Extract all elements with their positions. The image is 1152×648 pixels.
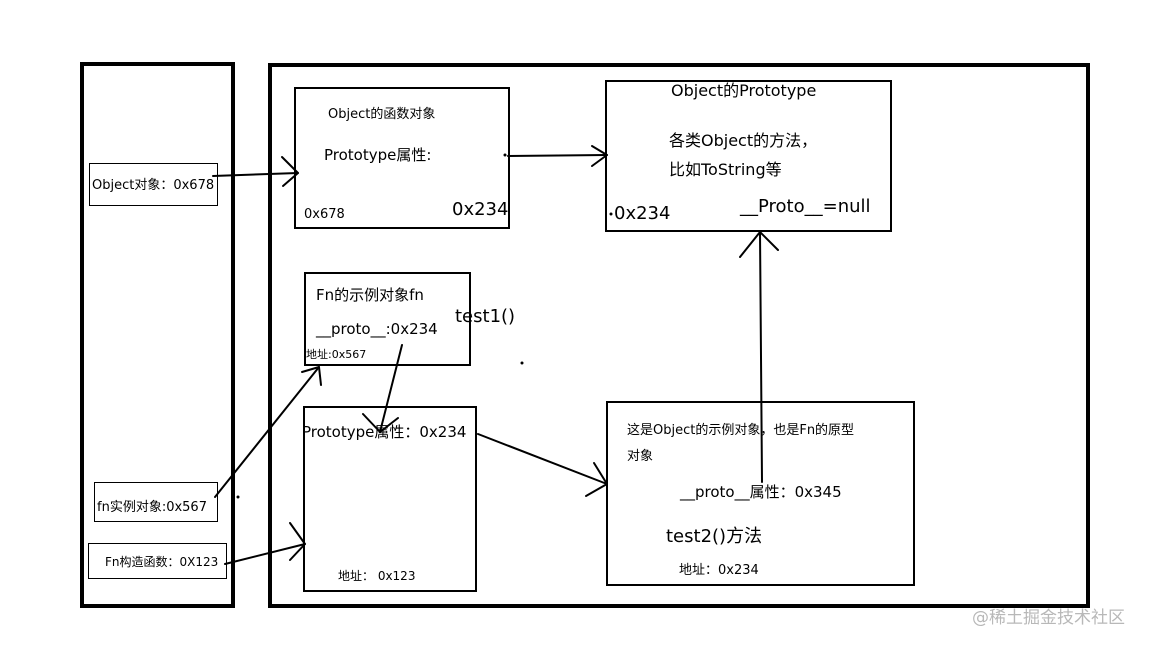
arrow-fn-function-to-fn-prototype: [477, 433, 608, 497]
fn-prototype-address: 地址：0x234: [679, 563, 759, 578]
arrow-object-var-to-object-function: [212, 156, 299, 187]
fn-instance-proto: __proto__:0x234: [316, 320, 438, 338]
fn-prototype-method: test2()方法: [666, 526, 763, 547]
stack-panel: [80, 62, 235, 608]
arrow-fn-prototype-to-object-prototype: [739, 231, 779, 483]
fn-prototype-desc-line1: 这是Object的示例对象，也是Fn的原型: [627, 423, 855, 438]
object-prototype-proto: __Proto__=null: [740, 196, 871, 217]
stray-dot: [609, 212, 613, 216]
fn-instance-var-box: [94, 482, 218, 522]
fn-constructor-var-label: Fn构造函数：0X123: [105, 555, 219, 569]
object-prototype-desc-line2: 比如ToString等: [669, 160, 782, 179]
stray-dot: [520, 361, 524, 365]
arrow-fn-instance-var-to-fn-instance: [214, 366, 322, 498]
fn-function-address: 地址： 0x123: [338, 569, 416, 583]
object-prototype-address: 0x234: [614, 203, 671, 224]
fn-constructor-var-box: [88, 543, 227, 579]
object-var-label: Object对象：0x678: [92, 178, 215, 193]
stray-dot: [503, 153, 507, 157]
watermark: @稀土掘金技术社区: [972, 608, 1125, 628]
object-function-prototype-prop: Prototype属性:: [324, 146, 432, 164]
arrow-fn-instance-proto-to-fn-function: [362, 344, 403, 433]
heap-panel: [268, 63, 1090, 608]
fn-instance-box: [304, 272, 471, 366]
object-function-address: 0x678: [304, 207, 345, 222]
object-prototype-desc-line1: 各类Object的方法，: [669, 131, 818, 150]
object-function-title: Object的函数对象: [328, 107, 436, 122]
object-var-box: [89, 163, 218, 206]
fn-instance-method: test1(): [455, 306, 516, 327]
arrow-object-function-to-object-prototype: [507, 145, 608, 167]
fn-prototype-proto: __proto__属性：0x345: [680, 483, 842, 501]
stray-dot: [236, 495, 240, 499]
fn-instance-address: 地址:0x567: [306, 348, 367, 361]
fn-instance-var-label: fn实例对象:0x567: [97, 500, 207, 515]
arrow-fn-constructor-var-to-fn-function: [224, 522, 306, 565]
object-function-prototype-value: 0x234: [452, 199, 509, 220]
fn-prototype-desc-line2: 对象: [627, 449, 654, 464]
object-prototype-title: Object的Prototype: [671, 81, 817, 100]
object-function-box: [294, 87, 510, 229]
fn-instance-title: Fn的示例对象fn: [316, 286, 424, 304]
fn-function-box: [303, 406, 477, 592]
fn-function-prototype-prop: Prototype属性：0x234: [302, 423, 467, 441]
